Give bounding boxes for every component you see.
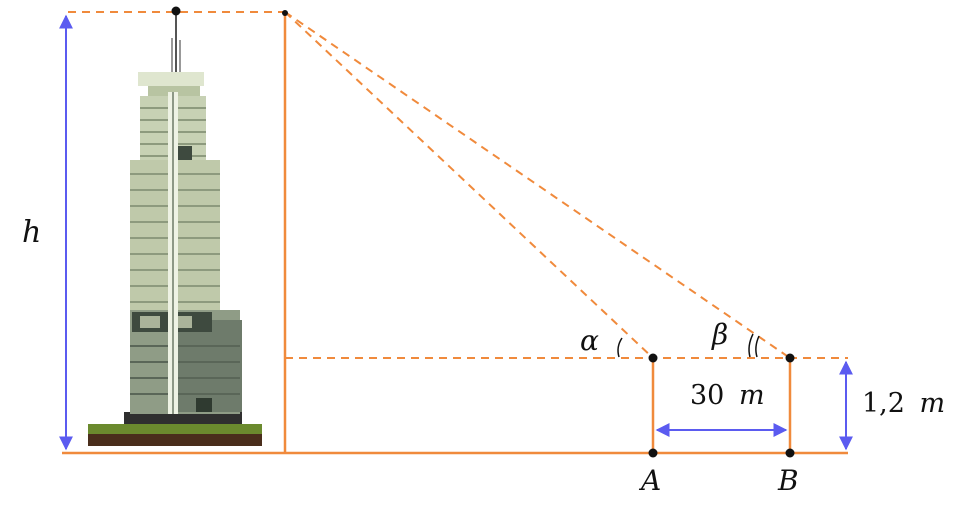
measure-arrows <box>59 14 853 451</box>
eye-point-a <box>648 353 658 363</box>
building-base-soil <box>88 432 262 446</box>
angle-marks <box>617 333 760 358</box>
height-label: h <box>22 215 41 250</box>
beta-label: β <box>711 318 728 351</box>
points <box>171 6 795 458</box>
building-plinth <box>124 412 242 424</box>
sight-line-b <box>284 11 791 359</box>
point-a-label: A <box>638 464 661 497</box>
building-illustration <box>88 12 262 446</box>
ground-point-a <box>648 448 658 458</box>
ground-point-b <box>785 448 795 458</box>
distance-label: 30 m <box>690 380 765 411</box>
point-b-label: B <box>777 464 799 497</box>
sight-line-a <box>284 11 654 359</box>
building-top-point <box>282 10 288 16</box>
construction-lines <box>62 11 848 455</box>
eye-height-value: 1,2 <box>862 388 905 419</box>
alpha-arc <box>617 337 623 358</box>
beta-arc-inner <box>755 335 760 358</box>
eye-point-b <box>785 353 795 363</box>
building-base-grass <box>88 424 262 434</box>
beta-arc-outer <box>748 333 754 358</box>
alpha-label: α <box>580 324 599 357</box>
distance-unit: m <box>739 380 765 411</box>
distance-value: 30 <box>690 380 724 411</box>
eye-height-unit: m <box>920 388 946 419</box>
antenna-top-point <box>171 6 181 16</box>
eye-height-label: 1,2 m <box>862 388 945 419</box>
